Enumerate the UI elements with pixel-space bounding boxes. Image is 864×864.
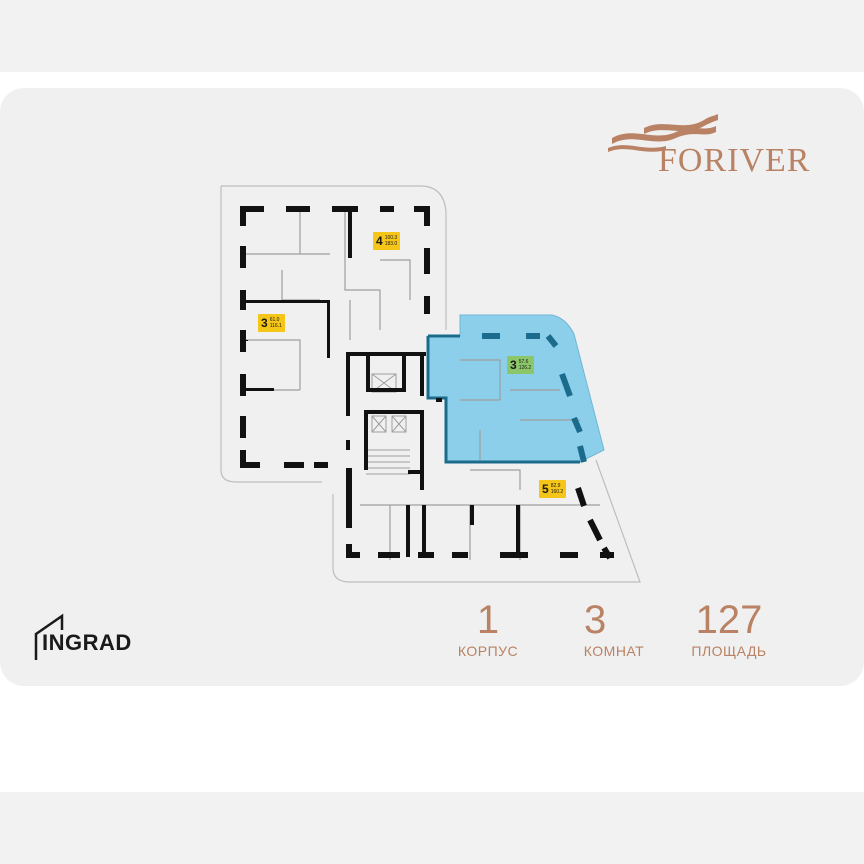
developer-name: INGRAD [42, 630, 132, 655]
ingrad-logo: INGRAD [34, 612, 154, 662]
stat-label: ПЛОЩАДЬ [691, 643, 767, 659]
brand-name: FORIVER [658, 142, 811, 179]
room-count: 5 [542, 482, 549, 496]
house-outline-icon [34, 613, 64, 660]
stat-area: 127 ПЛОЩАДЬ [684, 598, 774, 660]
room-count: 4 [376, 234, 383, 248]
area-living: 61.0 [269, 317, 280, 323]
apartment-tag-4room[interactable]: 4 100.3 183.0 [373, 232, 401, 250]
stat-label: КОРПУС [457, 643, 519, 659]
apartment-tag-3room-west[interactable]: 3 61.0 116.1 [258, 314, 285, 332]
area-total: 116.1 [269, 323, 282, 329]
area-total: 160.2 [550, 489, 564, 495]
apartment-tag-3room-selected[interactable]: 3 57.6 126.2 [507, 356, 535, 374]
stat-value: 127 [695, 598, 763, 642]
foriver-logo: FORIVER [604, 112, 816, 182]
stat-value: 1 [476, 598, 500, 642]
room-count: 3 [510, 358, 517, 372]
area-total: 126.2 [518, 365, 532, 371]
stat-label: КОМНАТ [583, 643, 645, 659]
top-band [0, 0, 864, 72]
area-living: 82.9 [550, 483, 561, 489]
stat-value: 3 [584, 598, 607, 642]
area-living: 57.6 [518, 359, 529, 365]
area-total: 183.0 [384, 241, 398, 247]
room-count: 3 [261, 316, 268, 330]
waves-icon [608, 114, 718, 152]
stat-rooms: 3 КОМНАТ [574, 598, 654, 660]
bottom-band [0, 792, 864, 864]
area-living: 100.3 [384, 235, 398, 241]
apartment-tag-5room[interactable]: 5 82.9 160.2 [539, 480, 567, 498]
stat-building: 1 КОРПУС [458, 598, 518, 660]
